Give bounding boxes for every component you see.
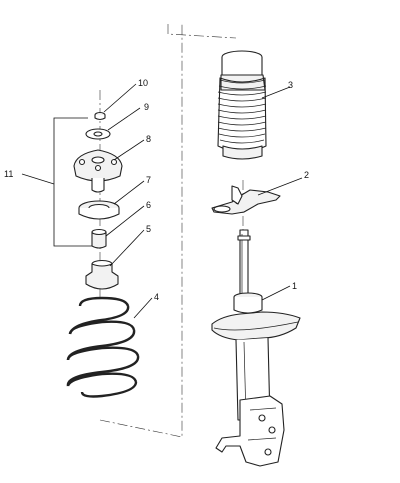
spring-insulator [85,259,119,290]
callout-11: 11 [4,169,13,179]
callout-8: 8 [146,134,151,144]
callout-1: 1 [292,281,297,291]
dust-boot [217,50,267,160]
callout-4: 4 [154,292,159,302]
callout-6: 6 [146,200,151,210]
bearing [78,200,120,220]
callout-9: 9 [144,102,149,112]
strut-mount [73,149,123,193]
callout-5: 5 [146,224,151,234]
callout-3: 3 [288,80,293,90]
washer [85,128,111,140]
callouts: 1 2 3 4 5 6 7 8 9 10 11 [4,78,309,302]
strut-assembly [211,229,301,467]
nut [94,111,106,121]
spring-seat [211,185,281,215]
bump-stop [91,228,107,249]
coil-spring [66,296,140,398]
callout-2: 2 [304,170,309,180]
callout-7: 7 [146,175,151,185]
callout-10: 10 [138,78,148,88]
callout-11-bracket [21,117,92,247]
leader-lines [103,83,303,319]
